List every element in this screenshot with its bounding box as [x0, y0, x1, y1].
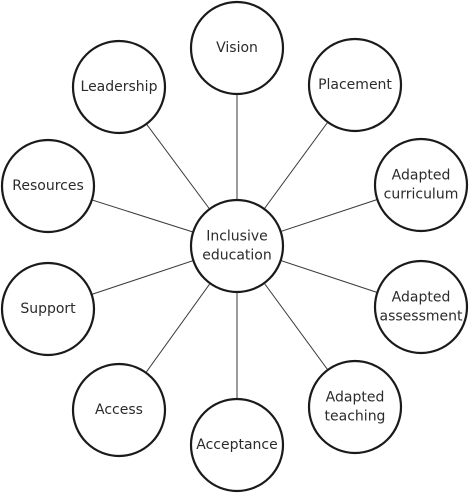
node-circle-resources — [0, 138, 96, 234]
center-node: Inclusive education — [189, 198, 285, 294]
node-label-access: Access — [95, 402, 143, 418]
node-circle-placement — [307, 37, 403, 133]
node-label-placement: Placement — [318, 77, 392, 93]
node-adapted-curriculum: Adapted curriculum — [373, 137, 469, 233]
node-circle-adapted-teaching — [307, 359, 403, 455]
center-label-line-2: education — [202, 248, 271, 264]
node-label-adapted-curriculum-line-1: Adapted — [392, 168, 451, 184]
node-access: Access — [71, 362, 167, 458]
node-circle-leadership — [71, 39, 167, 135]
node-circle-acceptance — [189, 397, 285, 493]
node-label-acceptance: Acceptance — [196, 437, 277, 453]
node-circle-vision — [189, 0, 285, 96]
node-circle-access — [71, 362, 167, 458]
node-circle-adapted-assessment — [373, 259, 469, 355]
node-vision: Vision — [189, 0, 285, 96]
node-label-adapted-curriculum-line-2: curriculum — [384, 187, 459, 203]
center-circle — [189, 198, 285, 294]
node-label-support: Support — [20, 301, 76, 317]
node-circle-support — [0, 261, 96, 357]
node-label-adapted-assessment-line-1: Adapted — [392, 290, 451, 306]
node-label-adapted-teaching-line-2: teaching — [325, 409, 386, 425]
node-label-vision: Vision — [216, 40, 258, 56]
node-leadership: Leadership — [71, 39, 167, 135]
node-placement: Placement — [307, 37, 403, 133]
node-label-leadership: Leadership — [81, 79, 158, 95]
node-adapted-teaching: Adapted teaching — [307, 359, 403, 455]
node-label-resources: Resources — [12, 178, 84, 194]
node-circle-adapted-curriculum — [373, 137, 469, 233]
node-support: Support — [0, 261, 96, 357]
node-resources: Resources — [0, 138, 96, 234]
node-adapted-assessment: Adapted assessment — [373, 259, 469, 355]
node-label-adapted-assessment-line-2: assessment — [380, 309, 463, 325]
center-label-line-1: Inclusive — [206, 229, 268, 245]
node-acceptance: Acceptance — [189, 397, 285, 493]
node-label-adapted-teaching-line-1: Adapted — [326, 390, 385, 406]
